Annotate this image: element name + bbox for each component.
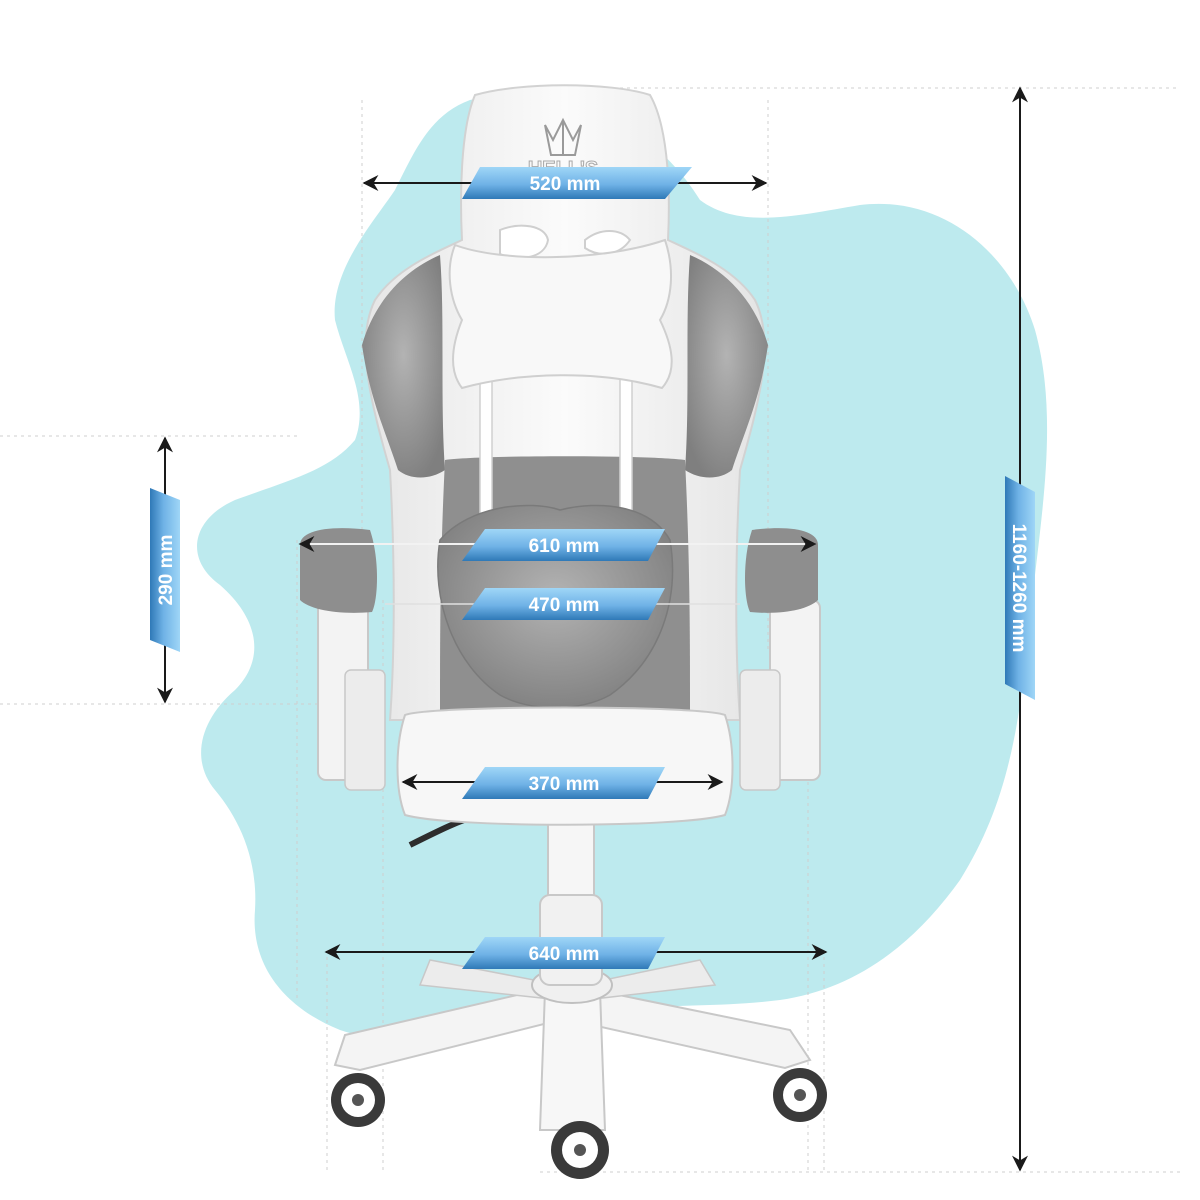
label-inner-width: 470 mm [529, 595, 600, 616]
label-armrest-height: 290 mm [156, 535, 177, 606]
label-seat-width: 370 mm [529, 774, 600, 795]
tag-armrest-height: 290 mm [150, 488, 180, 652]
label-armrest-width: 610 mm [529, 536, 600, 557]
tag-total-height: 1160-1260 mm [1005, 476, 1035, 700]
brand-logo [544, 117, 582, 156]
seat [396, 706, 734, 826]
tag-armrest-width: 610 mm [462, 529, 665, 561]
label-backrest-width: 520 mm [530, 174, 601, 195]
gaming-chair [300, 84, 827, 1179]
casters [331, 1068, 827, 1179]
head-pillow [448, 238, 673, 390]
guide-lines [0, 87, 1180, 1173]
label-total-height: 1160-1260 mm [1008, 524, 1029, 653]
tag-seat-width: 370 mm [462, 767, 665, 799]
left-armrest [300, 528, 386, 791]
tag-inner-width: 470 mm [462, 588, 665, 620]
right-bolster [685, 255, 768, 478]
tag-base-width: 640 mm [462, 937, 665, 969]
left-bolster [362, 255, 445, 478]
tag-backrest-width: 520 mm [462, 167, 692, 199]
label-base-width: 640 mm [529, 944, 600, 965]
